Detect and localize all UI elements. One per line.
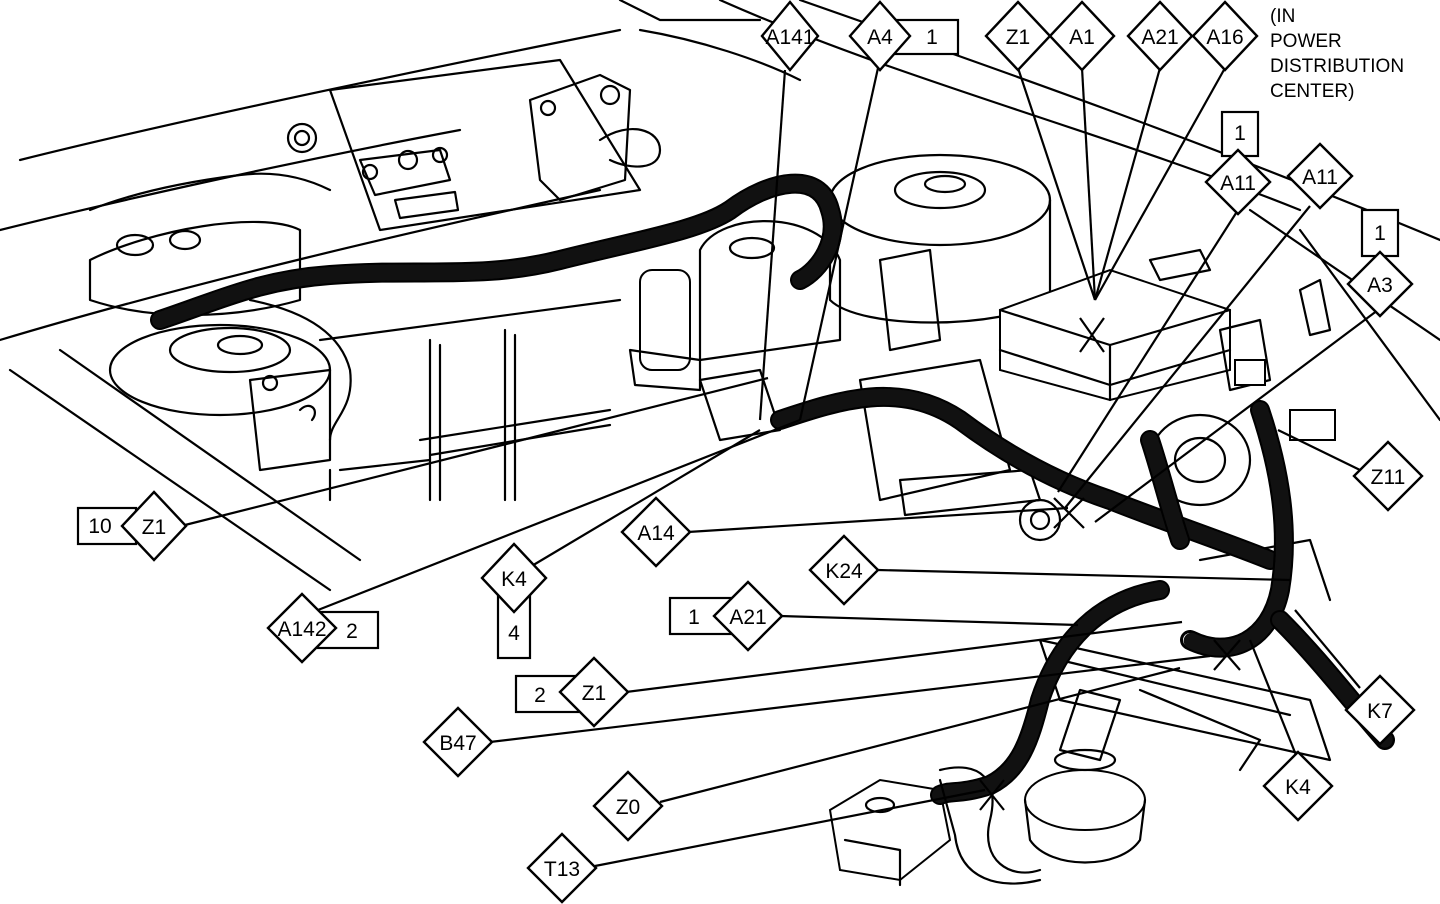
callout-k7-label: K7	[1367, 700, 1393, 723]
callout-z1-left-label: Z1	[142, 516, 167, 539]
callout-z1-top: Z1	[984, 0, 1052, 72]
callout-a16-label: A16	[1206, 26, 1243, 49]
callout-b47: B47	[422, 706, 494, 778]
callout-z1-left-box-label: 10	[88, 515, 111, 538]
callout-a21-mid: 1 A21	[668, 580, 784, 652]
pdc-note-line-1: (IN	[1270, 6, 1295, 27]
callout-a11-left: 1 A11	[1204, 110, 1272, 216]
callout-z1-low-box-label: 2	[534, 684, 546, 707]
callout-z1-low-label: Z1	[582, 682, 607, 705]
callout-a11-right: A11	[1286, 142, 1354, 210]
callout-z1-left: 10 Z1	[76, 490, 188, 562]
callout-a21-top-label: A21	[1141, 26, 1178, 49]
callout-t13: T13	[526, 832, 598, 904]
callout-a142-label: A142	[277, 618, 326, 641]
callout-a3-label: A3	[1367, 274, 1393, 297]
callout-a21-mid-box-label: 1	[688, 606, 700, 629]
callout-b47-label: B47	[439, 732, 476, 755]
callout-a11-left-label: A11	[1220, 172, 1256, 195]
callout-a21-top: A21	[1126, 0, 1194, 72]
callout-k4-low: K4	[1262, 750, 1334, 822]
callout-a11-right-label: A11	[1302, 166, 1338, 189]
callouts: A141 1 A4 Z1 A1 A21 A16	[76, 0, 1424, 904]
callout-z11-label: Z11	[1371, 466, 1406, 489]
callout-a3-box-label: 1	[1374, 222, 1386, 245]
pdc-note-line-3: DISTRIBUTION	[1270, 56, 1404, 77]
wiring-harness	[88, 172, 1395, 885]
callout-a14: A14	[620, 496, 692, 568]
pdc-note: (IN POWER DISTRIBUTION CENTER)	[1270, 6, 1404, 102]
callout-k24-label: K24	[825, 560, 863, 583]
callout-k7: K7	[1344, 674, 1416, 746]
pdc-note-line-2: POWER	[1270, 31, 1342, 52]
callout-a3: 1 A3	[1346, 208, 1414, 318]
callout-k4-low-label: K4	[1285, 776, 1311, 799]
callout-k4-mid: 4 K4	[480, 542, 548, 660]
leader-lines	[184, 67, 1379, 868]
callout-a141-label: A141	[765, 26, 814, 49]
pdc-note-line-4: CENTER)	[1270, 81, 1354, 102]
callout-a142: 2 A142	[266, 592, 380, 664]
callout-a142-box-label: 2	[346, 620, 358, 643]
callout-z0-label: Z0	[616, 796, 641, 819]
callout-a16: A16	[1191, 0, 1259, 72]
callout-k4-mid-box-label: 4	[508, 622, 520, 645]
callout-a1: A1	[1048, 0, 1116, 72]
callout-a4: 1 A4	[848, 0, 960, 72]
callout-z0: Z0	[592, 770, 664, 842]
callout-k24: K24	[808, 534, 880, 606]
callout-a1-label: A1	[1069, 26, 1095, 49]
callout-z1-top-label: Z1	[1006, 26, 1031, 49]
callout-z11: Z11	[1352, 440, 1424, 512]
callout-t13-label: T13	[544, 858, 580, 881]
callout-a4-box-label: 1	[926, 26, 938, 49]
callout-a11-left-box-label: 1	[1234, 122, 1246, 145]
callout-z1-low: 2 Z1	[514, 656, 630, 728]
callout-a4-label: A4	[867, 26, 893, 49]
callout-a141: A141	[760, 0, 820, 72]
callout-a14-label: A14	[637, 522, 675, 545]
callout-a21-mid-label: A21	[729, 606, 766, 629]
callout-k4-mid-label: K4	[501, 568, 527, 591]
